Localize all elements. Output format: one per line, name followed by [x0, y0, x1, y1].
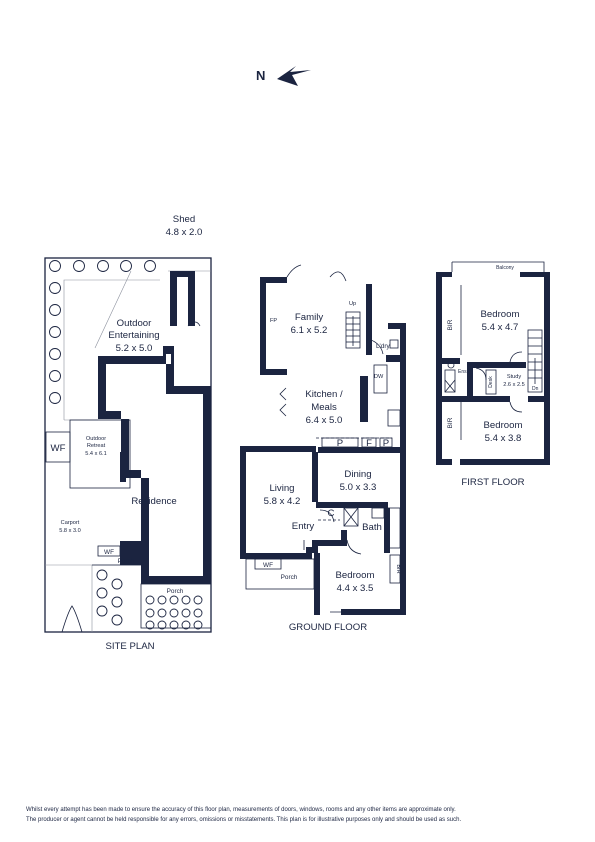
ground-floor-plan: Family 6.1 x 5.2 FP Up L'dry DW Kitchen … — [240, 264, 406, 633]
first-floor-title: FIRST FLOOR — [461, 477, 524, 488]
balcony-label: Balcony — [496, 265, 514, 271]
carport-size: 5.8 x 3.0 — [59, 528, 80, 534]
ground-wf-label: WF — [263, 562, 273, 569]
first-bedroom2-size: 5.4 x 3.8 — [485, 433, 522, 444]
first-bedroom2-label: Bedroom — [484, 420, 523, 431]
disclaimer-line-1: Whilst every attempt has been made to en… — [26, 807, 456, 813]
shed-size: 4.8 x 2.0 — [166, 227, 203, 238]
living-size: 5.8 x 4.2 — [264, 496, 301, 507]
site-porch2-label: Porch — [167, 588, 184, 595]
first-bedroom1-size: 5.4 x 4.7 — [482, 322, 519, 333]
first-bir2-label: BIR — [447, 417, 454, 428]
outdoor-retreat-label-2: Retreat — [87, 443, 106, 449]
fp-label: FP — [270, 318, 277, 324]
carport-label: Carport — [61, 520, 80, 526]
family-size: 6.1 x 5.2 — [291, 325, 328, 336]
ensuite-label: Ens — [458, 369, 467, 375]
first-bir1-label: BIR — [447, 319, 454, 330]
study-size: 2.6 x 2.5 — [503, 382, 524, 388]
ground-bedroom-size: 4.4 x 3.5 — [337, 583, 374, 594]
pantry-label-2: P — [383, 438, 389, 449]
kitchen-label-2: Meals — [311, 402, 337, 413]
site-trees — [49, 260, 203, 630]
ground-porch-label: Porch — [281, 574, 298, 581]
living-label: Living — [269, 483, 294, 494]
site-wf2-label: WF — [104, 549, 114, 556]
site-wf-label: WF — [51, 443, 66, 454]
laundry-label: L'dry — [376, 343, 390, 350]
ground-bir-label: BIR — [395, 564, 401, 573]
stairs-down-label: Dn — [532, 386, 539, 392]
entry-label: Entry — [292, 521, 315, 532]
dishwasher-label: DW — [374, 374, 384, 380]
first-bedroom1-label: Bedroom — [481, 309, 520, 320]
fridge-label: F — [366, 438, 372, 449]
outdoor-entertaining-size: 5.2 x 5.0 — [116, 343, 153, 354]
site-porch1-label: Porch — [118, 558, 135, 565]
site-plan: Shed 4.8 x 2.0 Outdoor Entertaining 5.2 … — [44, 214, 212, 652]
dining-size: 5.0 x 3.3 — [340, 482, 377, 493]
dining-label: Dining — [344, 469, 371, 480]
ground-bedroom-label: Bedroom — [336, 570, 375, 581]
ground-floor-title: GROUND FLOOR — [289, 622, 367, 633]
closet-label: C — [328, 508, 335, 519]
north-label: N — [256, 68, 265, 83]
family-label: Family — [295, 312, 323, 323]
pantry-label-1: P — [337, 438, 343, 449]
bath-label: Bath — [362, 522, 382, 533]
site-plan-title: SITE PLAN — [105, 641, 154, 652]
outdoor-entertaining-label: Outdoor — [117, 318, 152, 329]
kitchen-size: 6.4 x 5.0 — [306, 415, 343, 426]
disclaimer-line-2: The producer or agent cannot be held res… — [26, 816, 462, 823]
residence-label: Residence — [131, 496, 176, 507]
first-floor-plan: Balcony BIR Bedroom 5.4 x 4.7 Ens Desk S… — [436, 261, 550, 488]
outdoor-retreat-label: Outdoor — [86, 436, 106, 442]
kitchen-label: Kitchen / — [305, 389, 343, 400]
north-arrow-icon — [277, 66, 311, 86]
desk-label: Desk — [488, 376, 494, 388]
disclaimer: Whilst every attempt has been made to en… — [26, 806, 586, 825]
stairs-up-label: Up — [349, 301, 356, 307]
outdoor-retreat-size: 5.4 x 6.1 — [85, 451, 106, 457]
outdoor-entertaining-label-2: Entertaining — [108, 330, 159, 341]
study-label: Study — [507, 374, 522, 380]
north-compass: N — [256, 66, 311, 86]
shed-label: Shed — [173, 214, 195, 225]
